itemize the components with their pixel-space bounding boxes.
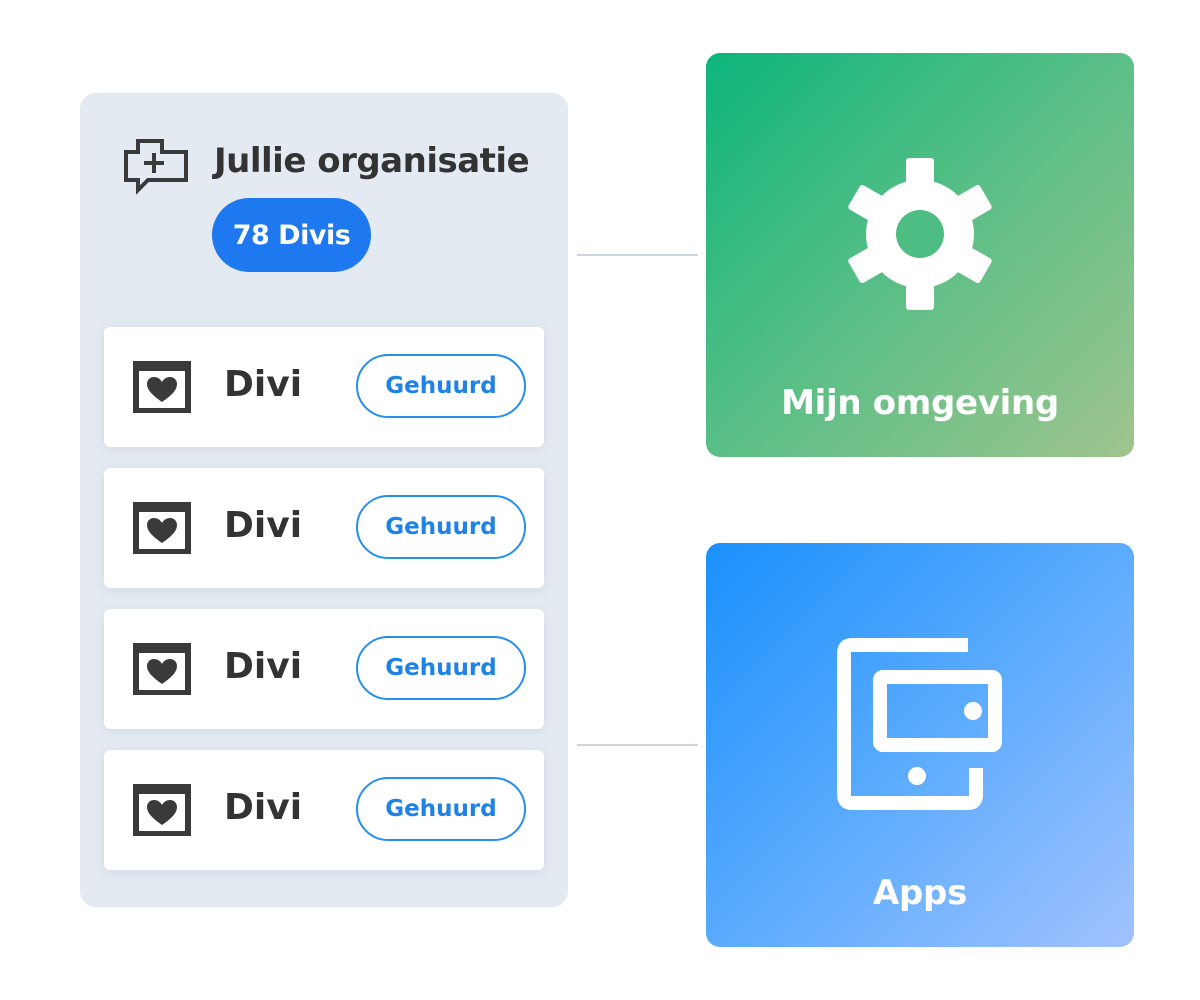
gear-icon [848, 158, 992, 310]
divi-name: Divi [224, 646, 303, 687]
organization-panel: Jullie organisatie 78 Divis Divi Gehuurd… [80, 93, 568, 907]
connector-line [577, 254, 698, 256]
divi-name: Divi [224, 505, 303, 546]
connector-line [577, 744, 698, 746]
organization-title: Jullie organisatie [214, 141, 530, 181]
divis-count-badge: 78 Divis [212, 198, 371, 272]
mijn-omgeving-tile[interactable]: Mijn omgeving [706, 53, 1134, 457]
status-button-gehuurd[interactable]: Gehuurd [356, 354, 526, 418]
divi-card[interactable]: Divi Gehuurd [104, 609, 544, 729]
tile-label-apps: Apps [872, 873, 968, 913]
heart-window-icon [133, 643, 191, 695]
divi-name: Divi [224, 364, 303, 405]
hospital-chat-icon [124, 139, 188, 195]
status-button-gehuurd[interactable]: Gehuurd [356, 777, 526, 841]
apps-tile[interactable]: Apps [706, 543, 1134, 947]
status-button-gehuurd[interactable]: Gehuurd [356, 636, 526, 700]
status-button-gehuurd[interactable]: Gehuurd [356, 495, 526, 559]
divi-card[interactable]: Divi Gehuurd [104, 468, 544, 588]
heart-window-icon [133, 502, 191, 554]
divi-card[interactable]: Divi Gehuurd [104, 750, 544, 870]
heart-window-icon [133, 784, 191, 836]
tablet-icon [837, 638, 1002, 810]
tile-label-mijn-omgeving: Mijn omgeving [781, 383, 1059, 423]
heart-window-icon [133, 361, 191, 413]
divi-name: Divi [224, 787, 303, 828]
divi-card[interactable]: Divi Gehuurd [104, 327, 544, 447]
